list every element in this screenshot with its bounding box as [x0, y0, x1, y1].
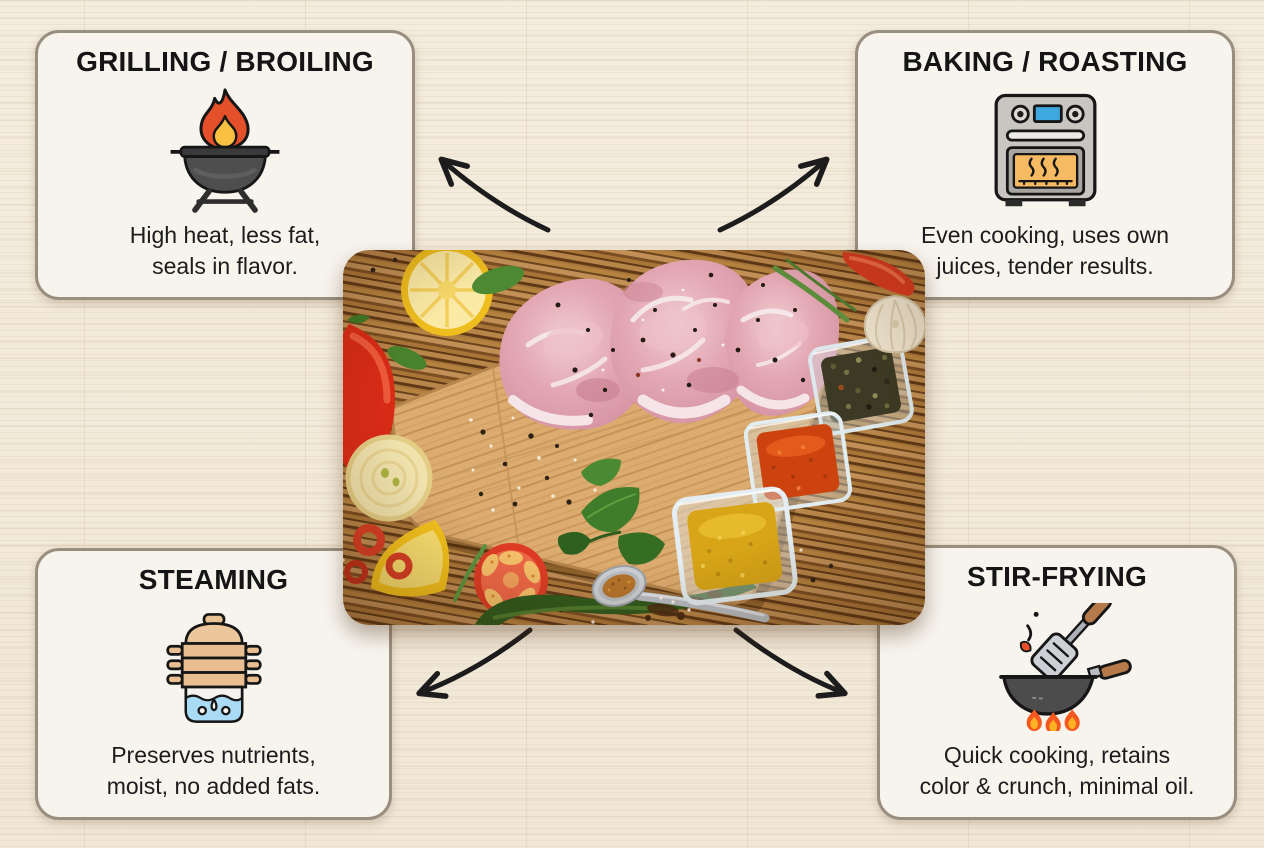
arrow-to-steaming — [416, 627, 533, 699]
wok-icon — [981, 593, 1133, 740]
sparks — [1019, 611, 1039, 652]
card-grilling-broiling: GRILLING / BROILING High heat, — [35, 30, 415, 300]
card-steaming: STEAMING — [35, 548, 392, 820]
card-title: STIR-FRYING — [966, 561, 1148, 592]
oven-handle — [1005, 129, 1085, 142]
spatula — [1030, 602, 1113, 681]
charcoal-grill-icon — [164, 78, 286, 220]
card-description: Even cooking, uses own juices, tender re… — [920, 222, 1170, 279]
card-description: High heat, less fat, seals in flavor. — [129, 222, 321, 279]
card-description: Preserves nutrients, moist, no added fat… — [106, 742, 321, 799]
wok-body — [999, 658, 1132, 716]
grill-body — [170, 145, 280, 213]
oven-controls — [1010, 104, 1085, 124]
steamer-tiers — [165, 642, 262, 689]
center-photo — [343, 250, 925, 625]
arrow-to-grilling — [438, 156, 551, 233]
card-title: STEAMING — [138, 564, 289, 595]
center-photo-graphic — [343, 250, 925, 625]
card-description: Quick cooking, retains color & crunch, m… — [919, 742, 1195, 799]
card-title: BAKING / ROASTING — [902, 46, 1188, 77]
flame — [199, 87, 250, 150]
arrow-to-stirfry — [733, 627, 848, 699]
oven-window — [1005, 146, 1085, 196]
card-title: GRILLING / BROILING — [76, 46, 374, 77]
card-baking-roasting: BAKING / ROASTING — [855, 30, 1235, 300]
flames — [1026, 708, 1080, 731]
oven-icon — [985, 78, 1106, 220]
card-stir-frying: STIR-FRYING — [877, 545, 1237, 820]
arrow-to-baking — [717, 156, 830, 233]
steamer-pot — [184, 685, 243, 723]
steamer-pot-icon — [155, 596, 273, 740]
